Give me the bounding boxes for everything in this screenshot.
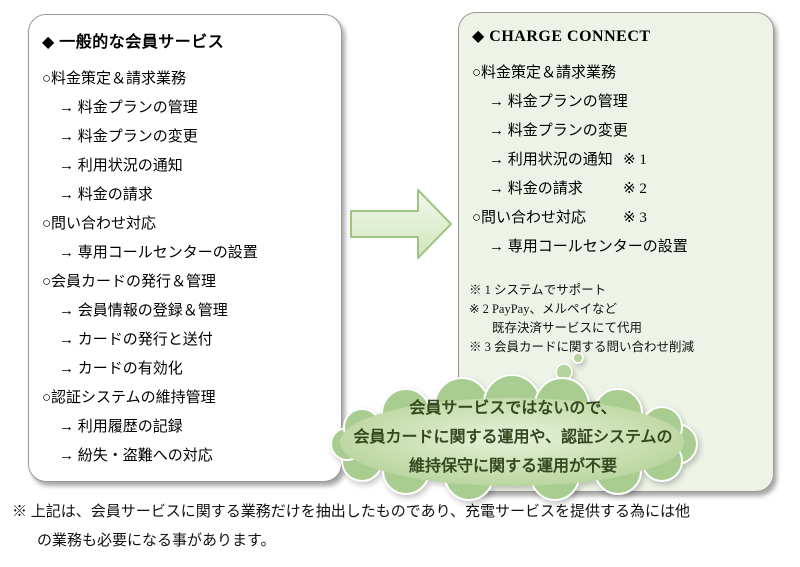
service-item: → 利用履歴の記録 (29, 413, 341, 442)
service-item-text: ○認証システムの維持管理 (42, 390, 216, 406)
service-item-text: → 料金プランの管理 (59, 100, 198, 116)
footnote-line: ※ 上記は、会員サービスに関する業務だけを抽出したものであり、充電サービスを提供… (12, 504, 691, 520)
service-item-text: → 利用状況の通知 (59, 158, 183, 174)
service-item: ○会員カードの発行＆管理 (29, 268, 341, 297)
service-item: → 紛失・盗難への対応 (29, 442, 341, 471)
service-item: → 専用コールセンターの設置 (29, 239, 341, 268)
service-item-text: → 紛失・盗難への対応 (59, 448, 213, 464)
service-item-text: → 利用状況の通知 (489, 152, 613, 168)
service-item: ○料金策定＆請求業務 (29, 65, 341, 94)
service-item: → 料金プランの管理 (29, 94, 341, 123)
service-item-text: → 料金プランの変更 (489, 123, 628, 139)
service-item: → 利用状況の通知 (29, 152, 341, 181)
service-list: ○料金策定＆請求業務 → 料金プランの管理 → 料金プランの変更 → 利用状況の… (29, 65, 341, 471)
service-item-text: ○料金策定＆請求業務 (472, 65, 617, 81)
footnote-line: の業務も必要になる事があります。 (37, 533, 276, 549)
service-item: ○認証システムの維持管理 (29, 384, 341, 413)
callout-line: 会員サービスではないので、 (409, 400, 617, 417)
thought-cloud-shape (330, 352, 698, 501)
flow-arrow-icon (350, 189, 452, 259)
service-list: ○料金策定＆請求業務 → 料金プランの管理 → 料金プランの変更 → 利用状況の… (459, 59, 773, 262)
service-item: → カードの有効化 (29, 355, 341, 384)
general-service-panel: ◆ 一般的な会員サービス ○料金策定＆請求業務 → 料金プランの管理 → 料金プ… (28, 14, 342, 482)
service-item-text: → カードの発行と送付 (59, 332, 213, 348)
service-item-text: → 料金プランの管理 (489, 94, 628, 110)
service-item-text: ○問い合わせ対応 (42, 216, 157, 232)
service-item: ○問い合わせ対応 ※ 3 (459, 204, 773, 233)
service-item: → 料金プランの変更 (29, 123, 341, 152)
arrow-shape (350, 189, 452, 259)
service-item: → 料金プランの変更 (459, 117, 773, 146)
service-item-text: → 専用コールセンターの設置 (59, 245, 258, 261)
service-item: → カードの発行と送付 (29, 326, 341, 355)
service-item-text: → 専用コールセンターの設置 (489, 239, 688, 255)
service-item: → 料金プランの管理 (459, 88, 773, 117)
service-item-text: → 料金プランの変更 (59, 129, 198, 145)
service-item: ○問い合わせ対応 (29, 210, 341, 239)
note-line: ※ 3 会員カードに関する問い合わせ削減 (469, 340, 695, 354)
note-marker: ※ 2 (623, 181, 647, 197)
cloud-body (340, 398, 684, 486)
callout-line: 会員カードに関する運用や、認証システムの (353, 429, 673, 446)
service-item-text: → 料金の請求 (489, 181, 583, 197)
service-item: ○料金策定＆請求業務 (459, 59, 773, 88)
note-marker: ※ 1 (623, 152, 647, 168)
service-item: → 料金の請求 (29, 181, 341, 210)
service-item-text: → 料金の請求 (59, 187, 153, 203)
note-marker: ※ 3 (623, 210, 647, 226)
service-item-text: ○問い合わせ対応 (472, 210, 587, 226)
bubble-trail (555, 352, 584, 381)
service-item-text: → 会員情報の登録＆管理 (59, 303, 228, 319)
service-item-text: ○会員カードの発行＆管理 (42, 274, 217, 290)
panel-title: ◆ 一般的な会員サービス (42, 34, 225, 51)
service-item: → 利用状況の通知 ※ 1 (459, 146, 773, 175)
note-line: ※ 1 システムでサポート (469, 283, 607, 297)
notes-list: ※ 1 システムでサポート ※ 2 PayPay、メルペイなど 既存決済サービス… (459, 281, 773, 357)
service-item: → 会員情報の登録＆管理 (29, 297, 341, 326)
callout-line: 維持保守に関する運用が不要 (408, 458, 617, 475)
callout-text: 会員サービスではないので、 会員カードに関する運用や、認証システムの 維持保守に… (330, 394, 696, 481)
service-item: → 専用コールセンターの設置 (459, 233, 773, 262)
note-line: ※ 2 PayPay、メルペイなど (469, 302, 617, 316)
note-line: 既存決済サービスにて代用 (492, 321, 643, 335)
service-item: → 料金の請求 ※ 2 (459, 175, 773, 204)
service-item-text: → 利用履歴の記録 (59, 419, 183, 435)
service-item-text: → カードの有効化 (59, 361, 183, 377)
footnote: ※ 上記は、会員サービスに関する業務だけを抽出したものであり、充電サービスを提供… (12, 502, 690, 551)
service-item-text: ○料金策定＆請求業務 (42, 71, 187, 87)
panel-title: ◆ CHARGE CONNECT (472, 28, 651, 45)
